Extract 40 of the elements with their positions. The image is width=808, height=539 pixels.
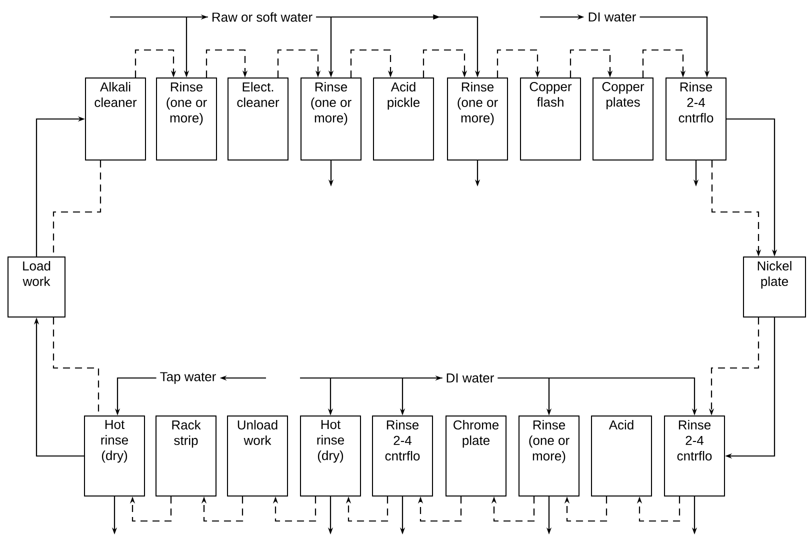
dashed-arrow: [564, 496, 608, 522]
dashed-arrow: [491, 496, 535, 522]
dashed-arrow: [272, 496, 316, 522]
process-box: Nickel plate: [743, 256, 806, 318]
process-box: Acid pickle: [373, 78, 434, 160]
dashed-arrow: [496, 49, 540, 78]
process-box: Rack strip: [156, 416, 216, 496]
dashed-arrow: [130, 496, 172, 522]
process-box: Alkali cleaner: [85, 78, 146, 160]
process-box: Hot rinse (dry): [84, 416, 145, 496]
process-box: Rinse (one or more): [156, 78, 217, 160]
dashed-arrow: [350, 49, 394, 78]
process-box: Copper flash: [520, 78, 581, 160]
process-box: Rinse (one or more): [447, 78, 508, 160]
supply-label: DI water: [446, 373, 494, 383]
supply-label: Raw or soft water: [212, 12, 312, 22]
process-box: Acid: [591, 416, 652, 496]
dashed-arrow: [418, 496, 462, 522]
process-box: Rinse 2-4 cntrflo: [664, 416, 725, 496]
process-box: Elect. cleaner: [228, 78, 288, 160]
supply-label: Tap water: [160, 372, 216, 384]
dashed-arrow: [422, 49, 468, 78]
dashed-arrow: [134, 49, 176, 78]
process-box: Chrome plate: [446, 416, 506, 496]
dashed-arrow: [642, 49, 686, 78]
process-box: Load work: [8, 256, 66, 318]
process-box: Unload work: [227, 416, 288, 496]
dashed-arrow: [206, 49, 248, 78]
dashed-arrow: [277, 49, 321, 78]
dashed-arrow: [201, 496, 244, 522]
process-box: Rinse (one or more): [300, 78, 362, 160]
supply-label: DI water: [588, 12, 636, 22]
dashed-arrow: [570, 49, 613, 78]
process-box: Rinse (one or more): [518, 416, 580, 496]
process-box: Copper plates: [592, 78, 654, 160]
process-box: Rinse 2-4 cntrflo: [666, 78, 726, 160]
dashed-arrow: [636, 496, 680, 522]
dashed-arrow: [346, 496, 388, 522]
process-box: Rinse 2-4 cntrflo: [372, 416, 433, 496]
process-box: Hot rinse (dry): [300, 416, 361, 496]
